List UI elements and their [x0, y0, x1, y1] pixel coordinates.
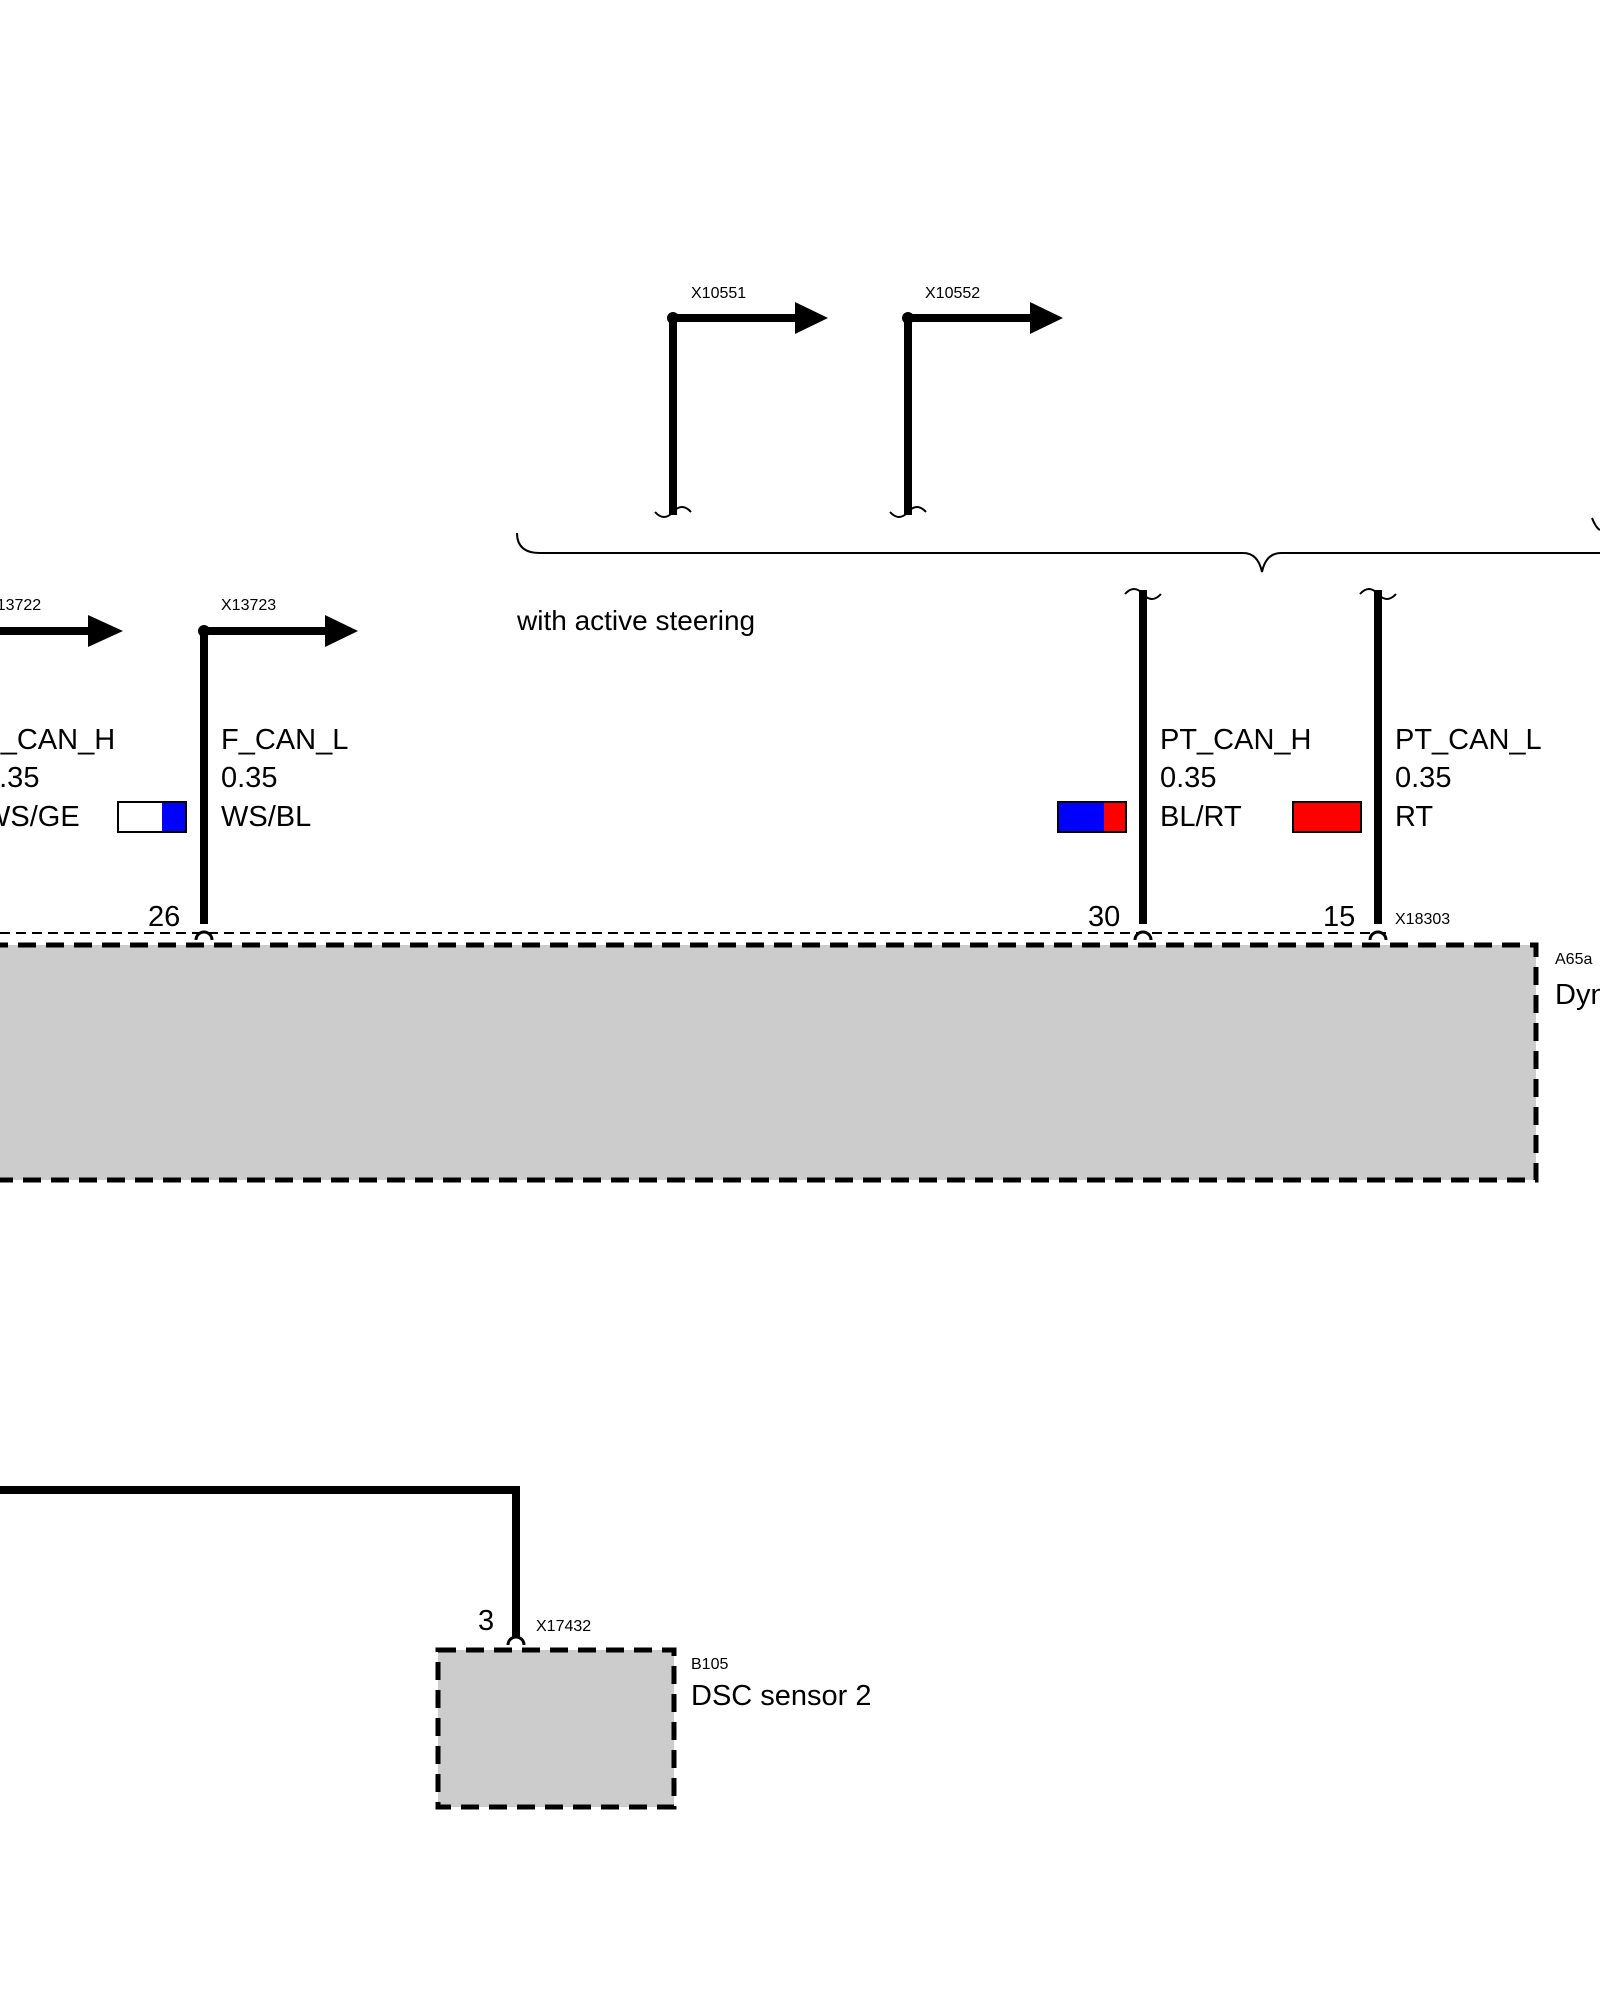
connector-label-x18303: X18303 [1395, 911, 1450, 928]
wire-gauge: 0.35 [1160, 762, 1216, 794]
wire-color-code: RT [1395, 801, 1433, 833]
sensor-id: B105 [691, 1656, 728, 1673]
wire-color-swatch [1057, 801, 1127, 833]
pin-30: 30 [1088, 901, 1153, 941]
wire-break-icon [889, 506, 927, 518]
connector-x13723: X13723 [198, 597, 358, 924]
wire-color-code: WS/BL [221, 801, 311, 833]
wire-pt-can-h: PT_CAN_H 0.35 BL/RT [1057, 588, 1312, 924]
wire-dsc-sensor [0, 1486, 520, 1638]
wire-color-swatch [117, 801, 187, 833]
connector-x13722: X13722 [0, 597, 123, 647]
svg-text:15: 15 [1323, 901, 1355, 933]
wire-color-code: BL/RT [1160, 801, 1242, 833]
wire-name: F_CAN_H [0, 724, 115, 756]
module-b105 [435, 1647, 677, 1810]
svg-text:30: 30 [1088, 901, 1120, 933]
wire-color-swatch [1292, 801, 1362, 833]
wire-name: F_CAN_L [221, 724, 348, 756]
connector-label-x13722: X13722 [0, 597, 41, 614]
arrow-right-icon [325, 615, 358, 647]
module-a65a [0, 942, 1539, 1183]
arrow-right-icon [1030, 302, 1063, 334]
wire-color-code: WS/GE [0, 801, 80, 833]
connector-x10551: X10551 [654, 285, 828, 518]
wire-gauge: 0.35 [221, 762, 277, 794]
wire-pt-can-l: PT_CAN_L 0.35 RT [1292, 588, 1542, 924]
connector-x10552: X10552 [889, 285, 1063, 518]
pin-26: 26 [148, 901, 214, 941]
svg-text:3: 3 [478, 1605, 494, 1637]
option-brace [516, 532, 1600, 573]
connector-label-x10551: X10551 [691, 285, 746, 302]
connector-label-x17432: X17432 [536, 1618, 591, 1635]
option-label: with active steering [516, 605, 755, 636]
module-id: A65a [1555, 951, 1592, 968]
module-name: Dyn [1555, 979, 1600, 1011]
wire-break-icon [1359, 588, 1397, 600]
wire-break-icon [654, 506, 692, 518]
wire-name: PT_CAN_L [1395, 724, 1542, 756]
pin-3: 3 [478, 1605, 526, 1646]
arrow-right-icon [88, 615, 123, 647]
wire-f-can-h: F_CAN_H 0.35 WS/GE [0, 724, 115, 833]
pin-15: 15 [1323, 901, 1388, 941]
arrow-right-icon [795, 302, 828, 334]
svg-text:26: 26 [148, 901, 180, 933]
sensor-name: DSC sensor 2 [691, 1680, 872, 1712]
wire-break-icon [1124, 588, 1162, 600]
connector-label-x13723: X13723 [221, 597, 276, 614]
connector-label-x10552: X10552 [925, 285, 980, 302]
wire-gauge: 0.35 [1395, 762, 1451, 794]
wire-name: PT_CAN_H [1160, 724, 1312, 756]
wire-gauge: 0.35 [0, 762, 39, 794]
wire-f-can-l: F_CAN_L 0.35 WS/BL [117, 724, 348, 833]
